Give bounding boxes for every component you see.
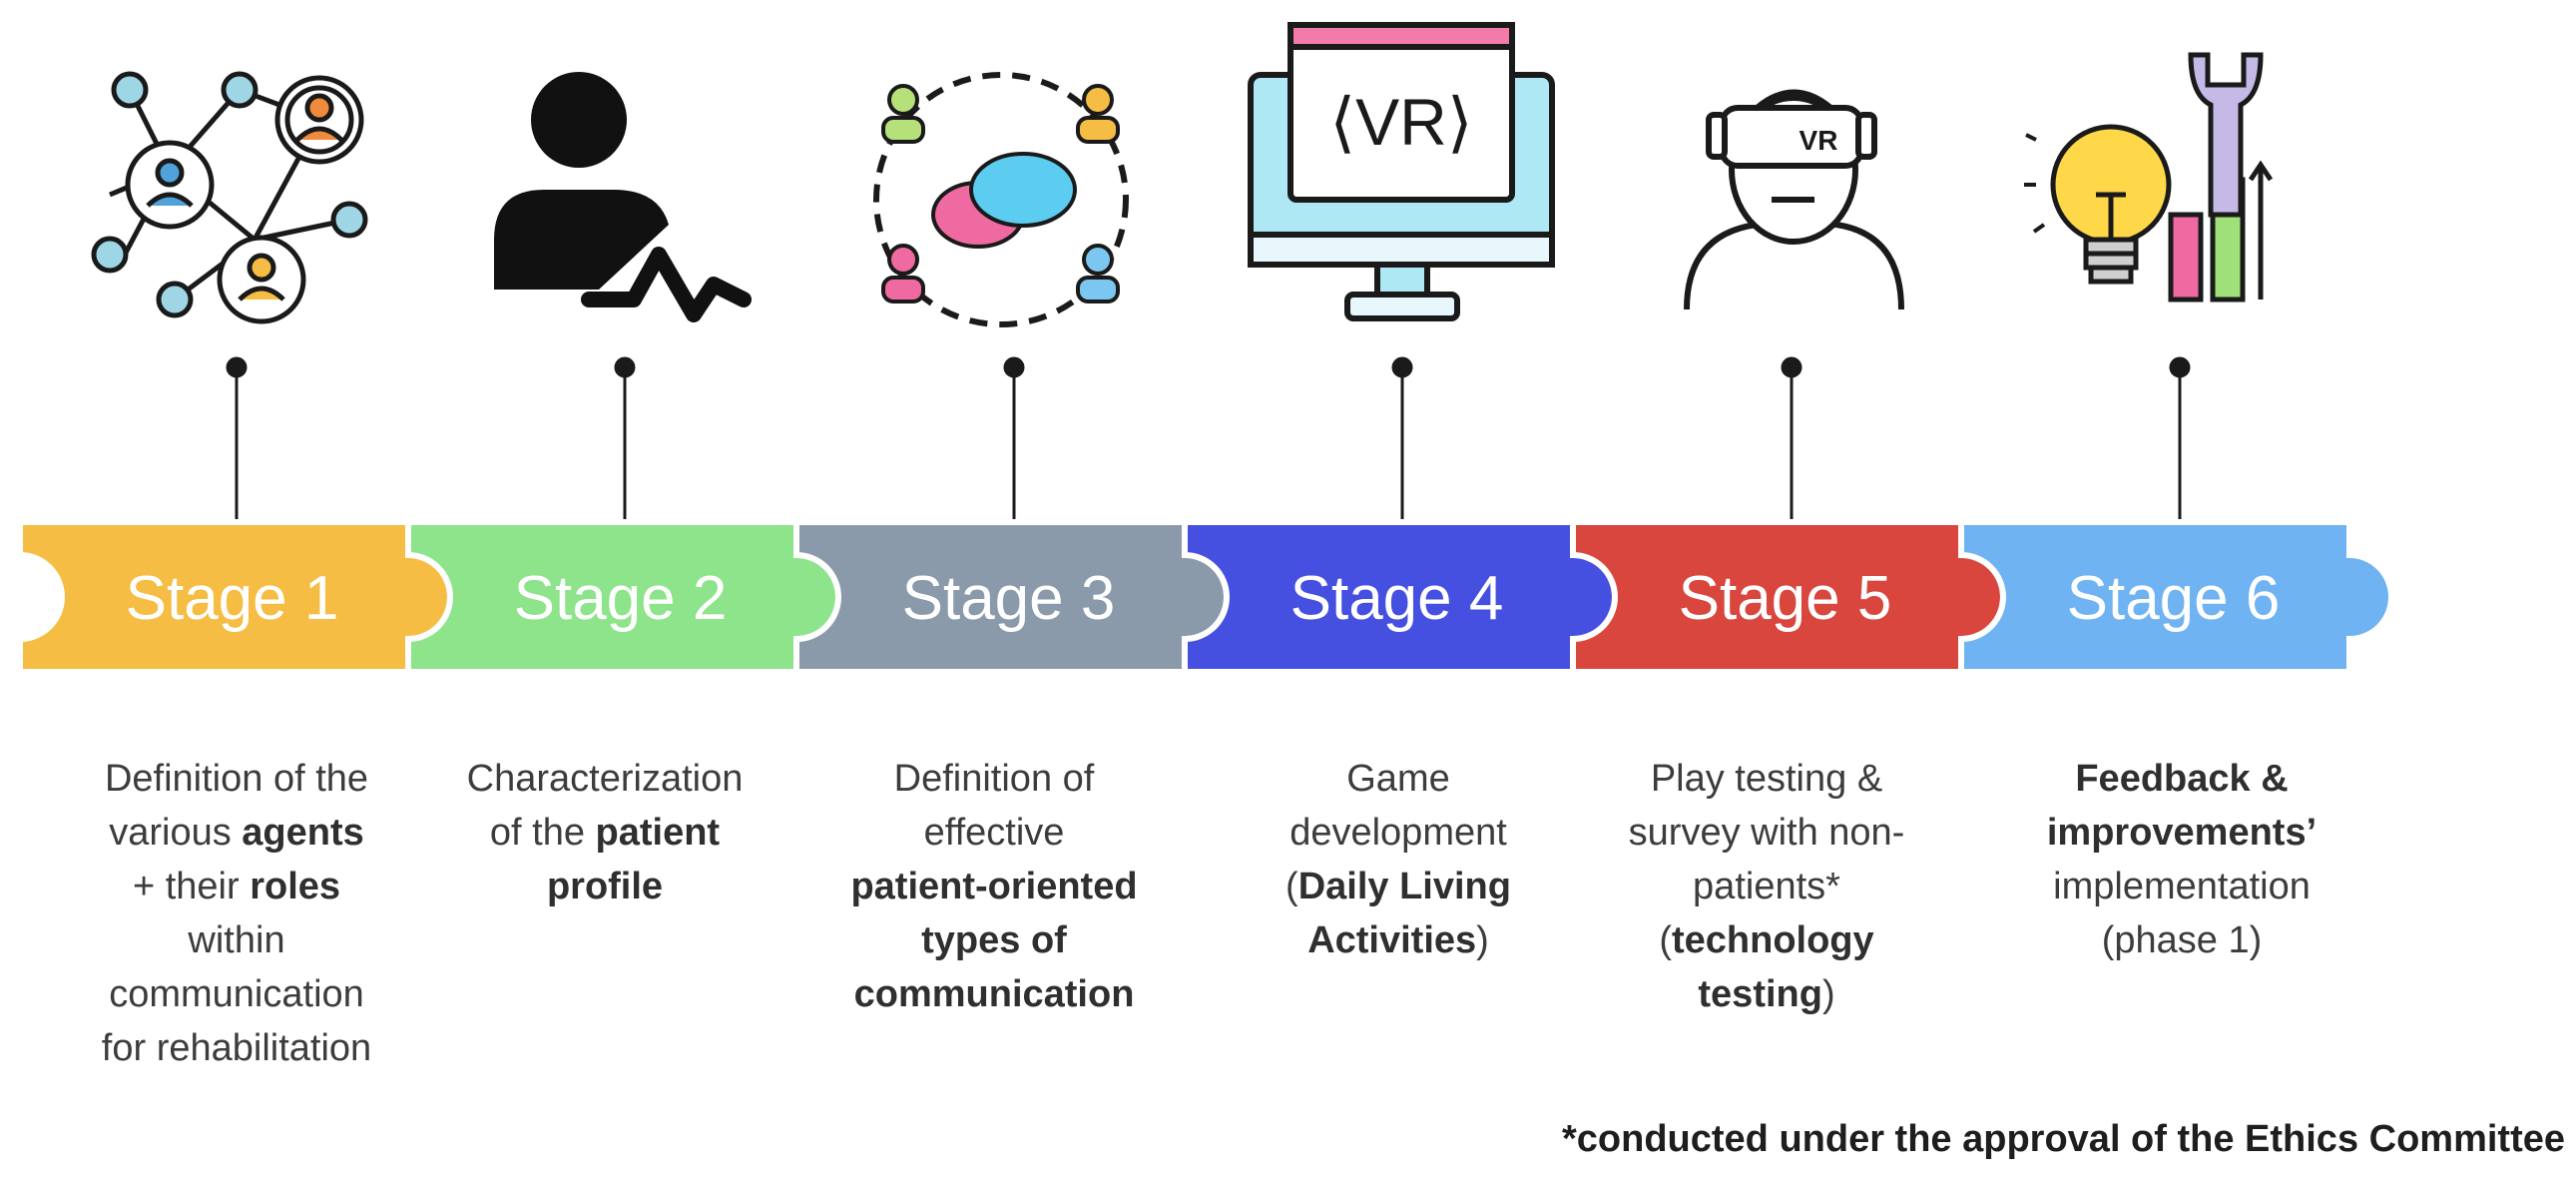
stage-3-description: Definition of effective patient-oriented ty… (814, 752, 1174, 1021)
connector-pin-2 (614, 356, 636, 519)
stage-piece-4: Stage 4 (1182, 519, 1618, 675)
vr-headset-user-icon: VR (1684, 89, 1904, 310)
description-line: (phase 1) (2002, 913, 2361, 967)
bold-text: patient-oriented (850, 866, 1138, 907)
text: within (188, 919, 285, 961)
stage-label-6: Stage 6 (2067, 564, 2281, 633)
text: ) (1821, 973, 1835, 1015)
stage-piece-1: Stage 1 (17, 519, 453, 675)
bold-text: roles (250, 866, 341, 907)
description-line: types of (814, 913, 1174, 967)
connector-pin-1 (226, 356, 248, 519)
bold-text: types of (921, 919, 1067, 961)
connector-pins (226, 356, 2191, 519)
description-line: profile (425, 860, 784, 913)
stage-piece-2: Stage 2 (405, 519, 841, 675)
text: Characterization (466, 758, 744, 800)
stage-label-2: Stage 2 (514, 564, 728, 633)
description-line: implementation (2002, 860, 2361, 913)
description-line: Characterization (425, 752, 784, 806)
description-line: Activities) (1219, 913, 1578, 967)
vr-monitor-icon: ⟨VR⟩ (1248, 22, 1555, 321)
text: ( (1286, 866, 1298, 907)
description-line: patient-oriented (814, 860, 1174, 913)
text: implementation (2053, 866, 2311, 907)
text: + their (132, 866, 251, 907)
stage-label-3: Stage 3 (902, 564, 1116, 633)
bold-text: improvements’ (2046, 812, 2318, 854)
connector-pin-3 (1003, 356, 1025, 519)
description-line: improvements’ (2002, 806, 2361, 860)
description-line: patients* (1587, 860, 1946, 913)
bold-text: profile (546, 866, 664, 907)
stage-label-5: Stage 5 (1679, 564, 1892, 633)
bold-text: patient (595, 812, 721, 854)
text: (phase 1) (2101, 919, 2263, 961)
bold-text: communication (853, 973, 1135, 1015)
patient-profile-icon (494, 72, 752, 322)
footnote: *conducted under the approval of the Eth… (1561, 1118, 2565, 1160)
text: survey with non- (1628, 812, 1905, 854)
bold-text: testing (1698, 973, 1822, 1015)
stage-2-description: Characterization of the patient profile (425, 752, 784, 913)
text: of the (489, 812, 596, 854)
text: ( (1659, 919, 1672, 961)
description-line: Play testing & (1587, 752, 1946, 806)
text: Definition of (893, 758, 1095, 800)
stage-piece-6: Stage 6 (1958, 519, 2394, 675)
text: Definition of the (104, 758, 369, 800)
description-line: communication (814, 967, 1174, 1021)
text: effective (923, 812, 1065, 854)
vr-monitor-label: ⟨VR⟩ (1329, 85, 1472, 159)
text: various (109, 812, 243, 854)
text: ) (1476, 919, 1489, 961)
description-line: Feedback & (2002, 752, 2361, 806)
bold-text: Feedback & (2075, 758, 2289, 800)
group-communication-icon (873, 72, 1129, 327)
description-line: communication (57, 967, 416, 1021)
bold-text: agents (242, 812, 364, 854)
description-line: (Daily Living (1219, 860, 1578, 913)
description-line: for rehabilitation (57, 1021, 416, 1075)
description-line: development (1219, 806, 1578, 860)
description-line: of the patient (425, 806, 784, 860)
description-line: survey with non- (1587, 806, 1946, 860)
stage-piece-3: Stage 3 (793, 519, 1230, 675)
improvement-bulb-wrench-icon (2024, 52, 2274, 302)
stage-5-description: Play testing & survey with non-patients* (… (1587, 752, 1946, 1021)
description-line: Definition of the (57, 752, 416, 806)
stage-band: Stage 1 Stage 2 Stage 3 Stage 4 Stage 5 Stage… (17, 519, 2394, 675)
bold-text: Daily Living (1297, 866, 1511, 907)
description-line: effective (814, 806, 1174, 860)
stage-piece-5: Stage 5 (1570, 519, 2006, 675)
stage-label-1: Stage 1 (126, 564, 339, 633)
connector-pin-5 (1781, 356, 1803, 519)
description-line: (technology (1587, 913, 1946, 967)
stage-6-description: Feedback & improvements’ implementation (ph… (2002, 752, 2361, 967)
text: for rehabilitation (101, 1027, 372, 1069)
text: communication (109, 973, 364, 1015)
description-line: various agents (57, 806, 416, 860)
text: patients* (1693, 866, 1840, 907)
description-line: within (57, 913, 416, 967)
stage-piece-shape-6 (1958, 519, 2394, 675)
connector-pin-6 (2169, 356, 2191, 519)
description-line: Definition of (814, 752, 1174, 806)
bold-text: Activities (1307, 919, 1477, 961)
stage-label-4: Stage 4 (1290, 564, 1504, 633)
bold-text: technology (1671, 919, 1874, 961)
text: Game (1346, 758, 1450, 800)
vr-headset-label: VR (1800, 125, 1838, 156)
description-line: + their roles (57, 860, 416, 913)
network-people-icon (91, 71, 368, 324)
text: Play testing & (1650, 758, 1883, 800)
connector-pin-4 (1391, 356, 1413, 519)
description-line: Game (1219, 752, 1578, 806)
description-line: testing) (1587, 967, 1946, 1021)
text: development (1289, 812, 1507, 854)
